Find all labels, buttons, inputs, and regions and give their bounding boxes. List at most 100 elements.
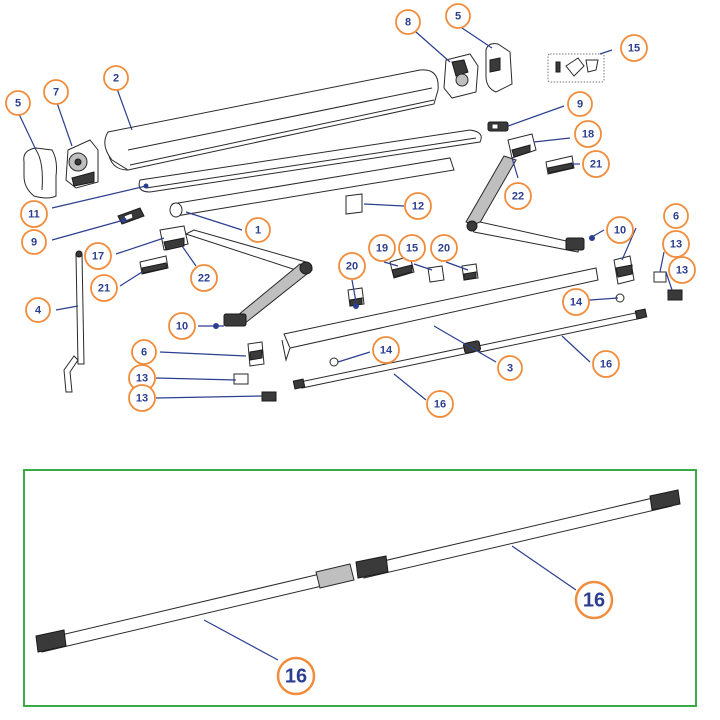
callout-number: 15 (406, 243, 418, 255)
callout-number: 16 (285, 666, 307, 688)
clip-right (545, 155, 575, 175)
slider-right (461, 263, 479, 281)
callout-20: 20 (430, 234, 458, 262)
callout-number: 16 (583, 590, 605, 612)
callout-ring (43, 79, 69, 105)
small-block (427, 265, 445, 283)
callout-6: 6 (131, 339, 157, 365)
leader-lines (17, 23, 673, 401)
callout-5: 5 (445, 3, 471, 29)
end-piece-right (613, 255, 635, 285)
arm-bracket-right (507, 133, 537, 159)
arm-bracket-left (159, 225, 189, 251)
callout-ring (497, 355, 523, 381)
callout-7: 7 (43, 79, 69, 105)
callout-number: 14 (570, 297, 583, 309)
front-profile-strip (138, 129, 482, 193)
callout-number: 13 (676, 265, 688, 277)
callout-ring (398, 234, 426, 262)
callout-19: 19 (368, 234, 396, 262)
callout-ring (582, 150, 610, 178)
callout-number: 16 (600, 359, 612, 371)
callout-number: 15 (628, 43, 640, 55)
pin-right (487, 121, 509, 132)
callout-11: 11 (20, 200, 48, 228)
callout-number: 16 (434, 399, 446, 411)
callout-number: 13 (670, 239, 682, 251)
callout-number: 22 (198, 273, 210, 285)
callout-number: 9 (577, 99, 583, 111)
callout-10: 10 (606, 216, 634, 244)
callout-ring (276, 656, 316, 696)
small-hardware-set (547, 53, 605, 83)
callout-number: 13 (136, 373, 148, 385)
callout-17: 17 (84, 242, 112, 270)
callout-ring (372, 336, 400, 364)
callout-number: 7 (53, 87, 59, 99)
callout-number: 1 (255, 225, 261, 237)
callout-ring (574, 120, 602, 148)
callout-4: 4 (25, 297, 51, 323)
callout-16: 16 (426, 390, 454, 418)
callout-ring (567, 91, 593, 117)
callout-13: 13 (668, 256, 696, 284)
callout-ring (663, 203, 689, 229)
callout-20: 20 (338, 252, 366, 280)
callout-ring (5, 90, 31, 116)
front-bar (281, 267, 599, 362)
callout-ring (168, 312, 196, 340)
callout-21: 21 (90, 274, 118, 302)
roller-tube (169, 157, 455, 218)
parts-drawing (23, 43, 683, 402)
callout-ring (338, 252, 366, 280)
callout-6: 6 (663, 203, 689, 229)
callout-16: 16 (574, 580, 614, 620)
callout-number: 6 (141, 347, 147, 359)
callout-3: 3 (497, 355, 523, 381)
callout-10: 10 (168, 312, 196, 340)
callout-ring (395, 9, 421, 35)
callout-ring (606, 216, 634, 244)
callout-22: 22 (190, 264, 218, 292)
crank-handle (63, 250, 85, 393)
callout-12: 12 (404, 192, 432, 220)
callout-21: 21 (582, 150, 610, 178)
callout-16: 16 (592, 350, 620, 378)
callout-number: 13 (136, 393, 148, 405)
callout-13: 13 (128, 384, 156, 412)
folding-arm-right (465, 155, 585, 253)
callout-number: 10 (176, 321, 188, 333)
pin-left (117, 207, 145, 225)
callout-ring (21, 229, 47, 255)
callout-number: 12 (412, 201, 424, 213)
callout-ring (84, 242, 112, 270)
callout-number: 21 (590, 159, 602, 171)
small-plate (345, 193, 363, 215)
callout-9: 9 (567, 91, 593, 117)
callout-15: 15 (398, 234, 426, 262)
callout-ring (368, 234, 396, 262)
callout-number: 10 (614, 225, 626, 237)
callout-number: 19 (376, 243, 388, 255)
callout-number: 2 (113, 73, 119, 85)
callout-number: 14 (380, 345, 393, 357)
end-piece-left (247, 341, 265, 367)
callout-ring (404, 192, 432, 220)
callout-ring (620, 34, 648, 62)
callout-ring (25, 297, 51, 323)
clip-left (139, 255, 169, 275)
callout-18: 18 (574, 120, 602, 148)
callout-ring (190, 264, 218, 292)
caps-13 (233, 271, 683, 402)
folding-arm-left (184, 229, 313, 327)
callout-5: 5 (5, 90, 31, 116)
callout-16: 16 (276, 656, 316, 696)
callout-13: 13 (662, 230, 690, 258)
callout-ring (592, 350, 620, 378)
end-cap-right (485, 43, 513, 93)
callout-number: 22 (512, 191, 524, 203)
callout-2: 2 (103, 65, 129, 91)
callout-number: 11 (28, 209, 40, 221)
